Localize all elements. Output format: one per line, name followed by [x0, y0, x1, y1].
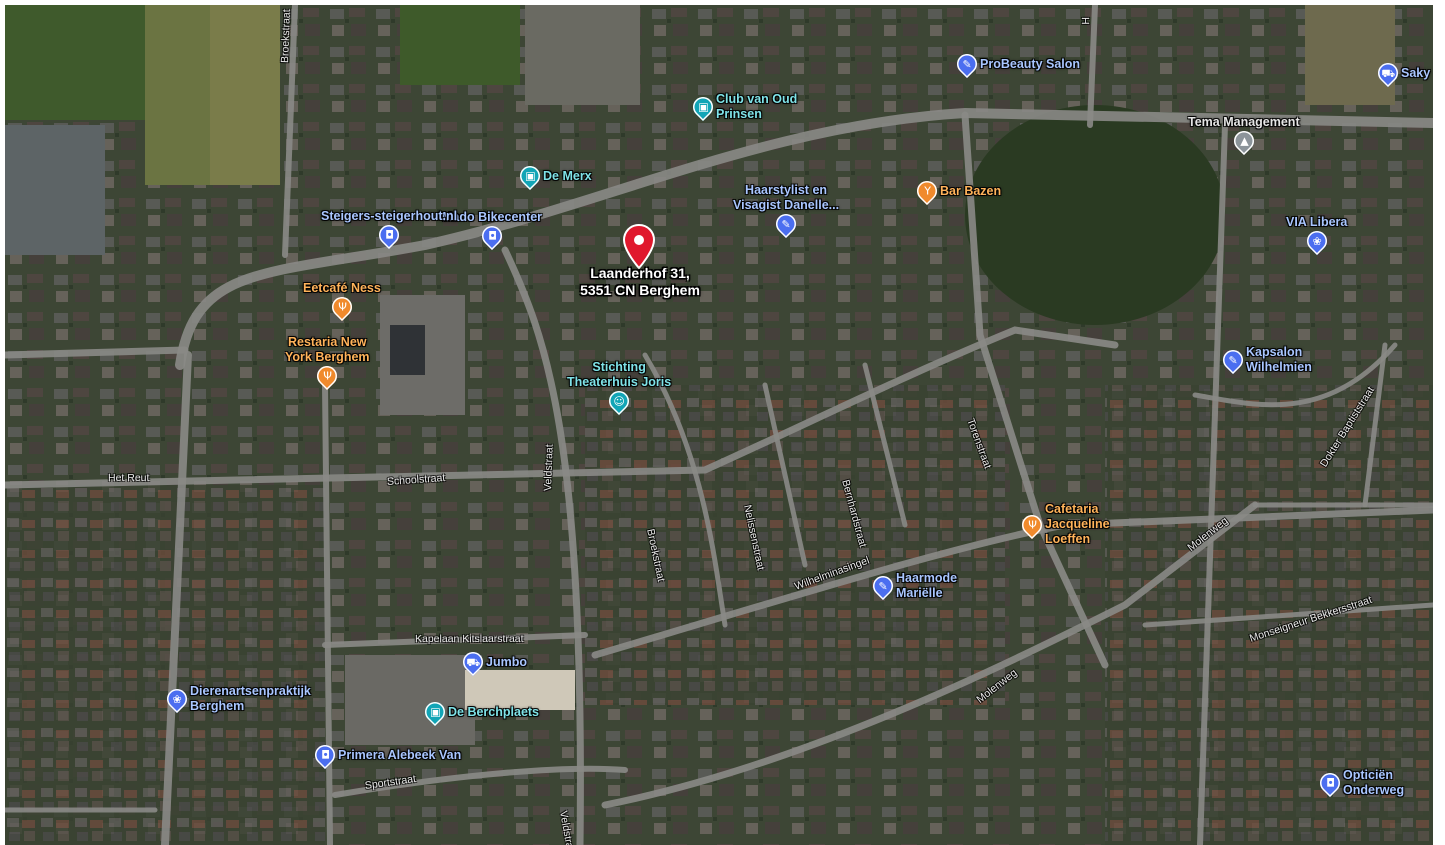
shopping-cart-icon: ⛟ — [1373, 58, 1403, 88]
beauty-icon: ✎ — [868, 571, 898, 601]
street-label-kapelaan-kitslaarstraat: Kapelaan Kitslaarstraat — [415, 633, 524, 645]
ticket-icon: ▣ — [688, 92, 718, 122]
street-label-h: H — [1079, 17, 1091, 25]
street-label-het-reut: Het Reut — [108, 472, 150, 484]
shopping-bag-icon: ◘ — [477, 221, 507, 251]
marker-address-label: Laanderhof 31, 5351 CN Berghem — [560, 265, 720, 299]
restaurant-icon: Ψ — [327, 292, 357, 322]
poi-bar-bazen[interactable]: Y Bar Bazen — [912, 176, 1001, 206]
restaurant-icon: Ψ — [1017, 510, 1047, 539]
poi-de-berchplaets[interactable]: ▣ De Berchplaets — [420, 697, 539, 727]
satellite-imagery — [5, 5, 1433, 845]
address-line-2: 5351 CN Berghem — [580, 282, 700, 298]
poi-primera-alebeek-van[interactable]: ◘ Primera Alebeek Van — [310, 740, 461, 770]
cocktail-icon: Y — [912, 176, 942, 206]
shopping-bag-icon: ◘ — [374, 220, 404, 250]
poi-via-libera[interactable]: ❀ VIA Libera — [1286, 215, 1347, 256]
beauty-icon: ✎ — [1218, 345, 1248, 375]
paw-icon: ❀ — [1302, 226, 1331, 256]
shopping-bag-icon: ◘ — [1315, 768, 1345, 798]
poi-probeauty-salon[interactable]: ✎ ProBeauty Salon — [952, 49, 1080, 79]
beauty-icon: ✎ — [952, 49, 982, 79]
poi-tema-management[interactable]: ▲ Tema Management — [1188, 115, 1300, 156]
poi-saky[interactable]: ⛟ Saky — [1373, 58, 1430, 88]
shopping-bag-icon: ◘ — [310, 740, 340, 770]
shopping-cart-icon: ⛟ — [458, 647, 488, 677]
theater-icon: ☺ — [604, 386, 634, 416]
restaurant-icon: Ψ — [313, 361, 342, 391]
poi-jumbo[interactable]: ⛟ Jumbo — [458, 647, 527, 677]
ticket-icon: ▣ — [515, 161, 545, 191]
satellite-map[interactable]: Broekstraat H Het Reut Schoolstraat Veld… — [5, 5, 1433, 845]
poi-eetcafe-ness[interactable]: Ψ Eetcafé Ness — [303, 281, 381, 322]
location-pin-icon[interactable] — [622, 224, 656, 270]
ticket-icon: ▣ — [420, 697, 450, 727]
poi-mado-bikecenter[interactable]: ◘ Mado Bikecenter — [442, 210, 542, 251]
paw-icon: ❀ — [162, 684, 192, 714]
building-icon: ▲ — [1229, 126, 1258, 156]
poi-steigers-steigerhout[interactable]: ◘ Steigers-steigerhout.nl — [321, 209, 457, 250]
street-label-veldstraat: Veldstraat — [542, 444, 556, 492]
address-line-1: Laanderhof 31, — [590, 265, 690, 281]
poi-de-merx[interactable]: ▣ De Merx — [515, 161, 592, 191]
beauty-icon: ✎ — [771, 209, 801, 239]
street-label-broekstraat: Broekstraat — [279, 9, 293, 64]
